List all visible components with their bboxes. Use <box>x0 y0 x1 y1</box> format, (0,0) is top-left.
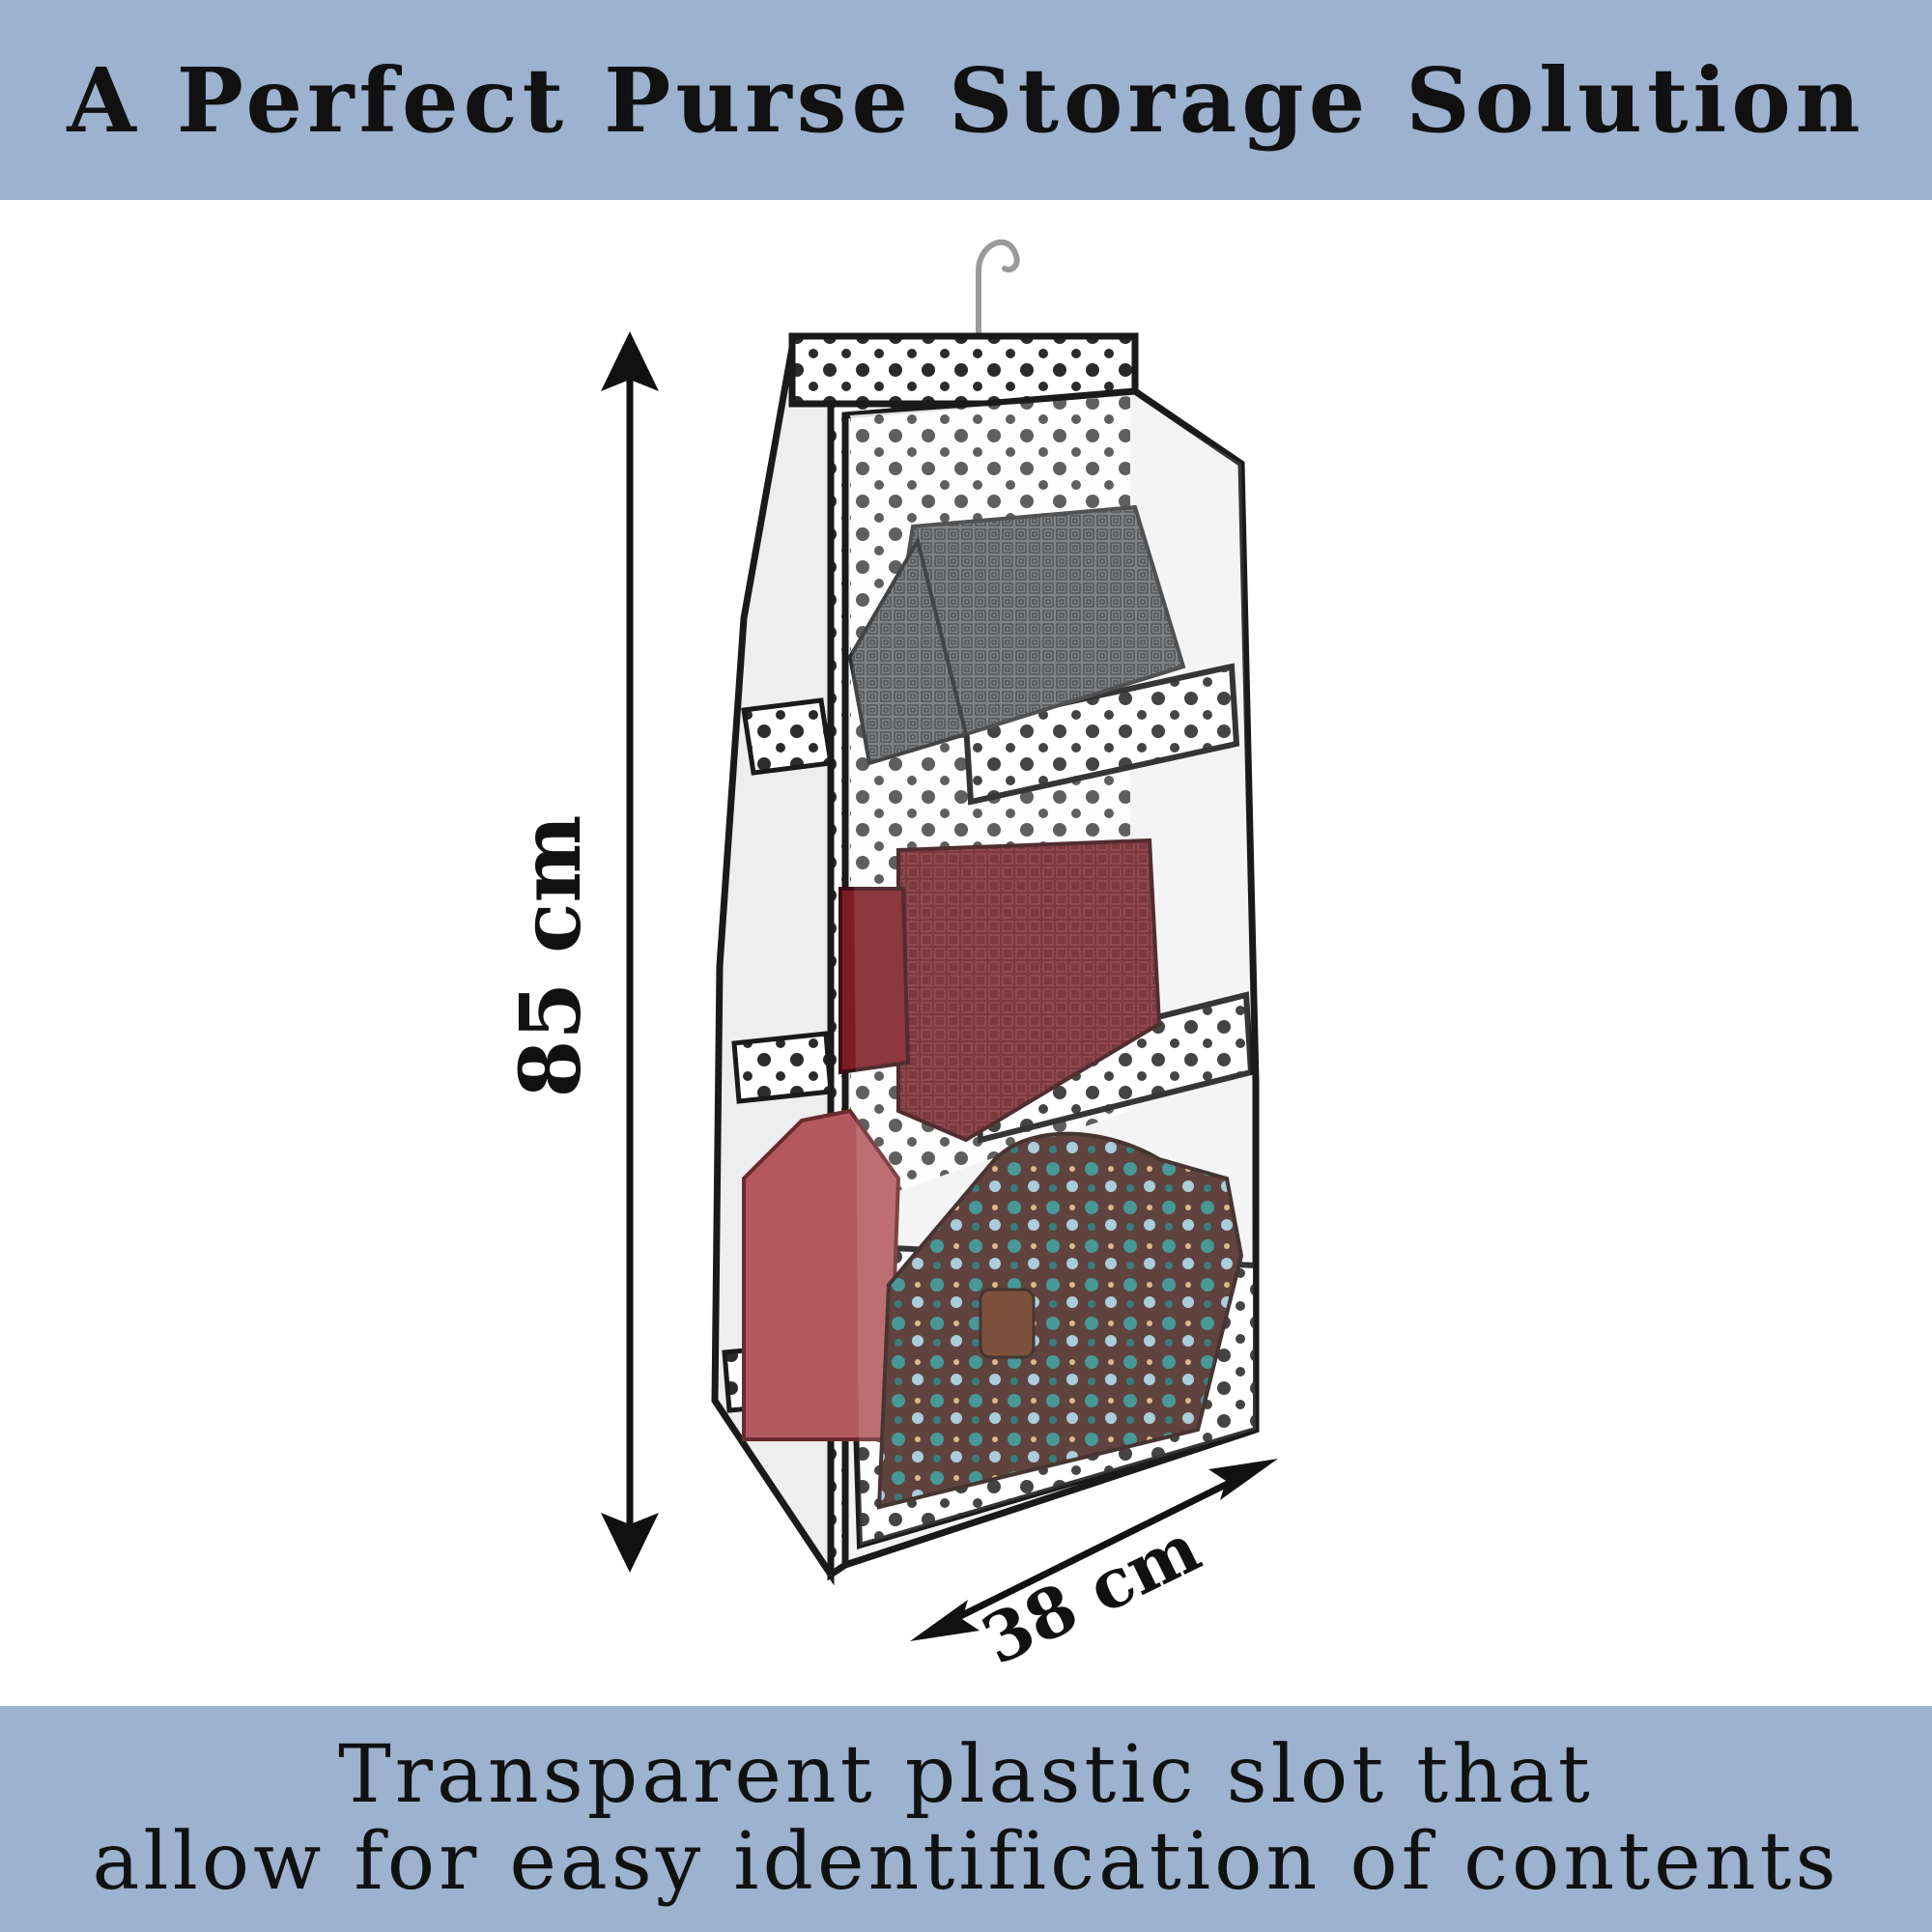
page-title: A Perfect Purse Storage Solution <box>67 47 1865 153</box>
caption-line-1: Transparent plastic slot that <box>338 1728 1594 1821</box>
height-label: 85 cm <box>502 815 600 1098</box>
top-banner: A Perfect Purse Storage Solution <box>0 0 1932 200</box>
width-label: 38 cm <box>970 1507 1212 1680</box>
bottom-banner: Transparent plastic slot that allow for … <box>0 1706 1932 1932</box>
floral-handbag-icon <box>876 1131 1244 1510</box>
height-dimension-arrow <box>601 331 659 1573</box>
grey-clutch-icon <box>847 504 1186 766</box>
maroon-pouch-icon <box>838 838 1162 1143</box>
hanger-hook-icon <box>976 239 1020 334</box>
caption-line-2: allow for easy identification of content… <box>92 1816 1840 1908</box>
product-illustration: 85 cm 38 cm <box>0 200 1932 1706</box>
width-dimension-arrow <box>910 1459 1278 1641</box>
